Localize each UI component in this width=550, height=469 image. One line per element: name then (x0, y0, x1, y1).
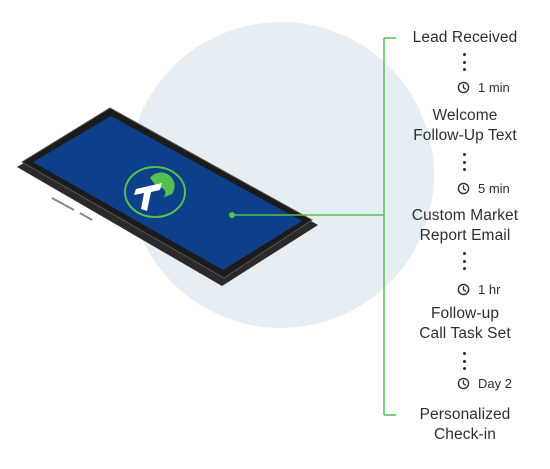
delay-label: Day 2 (478, 376, 512, 391)
dots-separator (463, 153, 467, 171)
logo-ring (124, 166, 186, 218)
clock-icon (457, 81, 470, 94)
step-label-line: Call Task Set (419, 325, 511, 342)
step-label-line: Personalized (419, 406, 511, 423)
logo-icon (134, 172, 175, 211)
delay-3: 1 hr (457, 282, 500, 297)
phone-side-button (51, 197, 75, 211)
step-lead-received: Lead Received (380, 28, 550, 48)
delay-4: Day 2 (457, 376, 512, 391)
step-label-line: Report Email (419, 227, 511, 244)
phone-side-button (79, 212, 93, 221)
delay-label: 1 min (478, 80, 510, 95)
delay-label: 1 hr (478, 282, 501, 297)
step-label-line: Follow-up (430, 305, 500, 322)
dots-separator (463, 252, 467, 270)
step-label-line: Check-in (434, 426, 496, 443)
step-label-line: Welcome (432, 107, 498, 124)
step-label: Lead Received (412, 29, 518, 46)
clock-icon (457, 377, 470, 390)
step-label-line: Custom Market (411, 207, 519, 224)
delay-1: 1 min (457, 80, 510, 95)
step-label-line: Follow-Up Text (413, 127, 517, 144)
clock-icon (457, 182, 470, 195)
delay-label: 5 min (478, 181, 510, 196)
clock-icon (457, 283, 470, 296)
dots-separator (463, 352, 467, 370)
delay-2: 5 min (457, 181, 510, 196)
dots-separator (463, 53, 467, 71)
